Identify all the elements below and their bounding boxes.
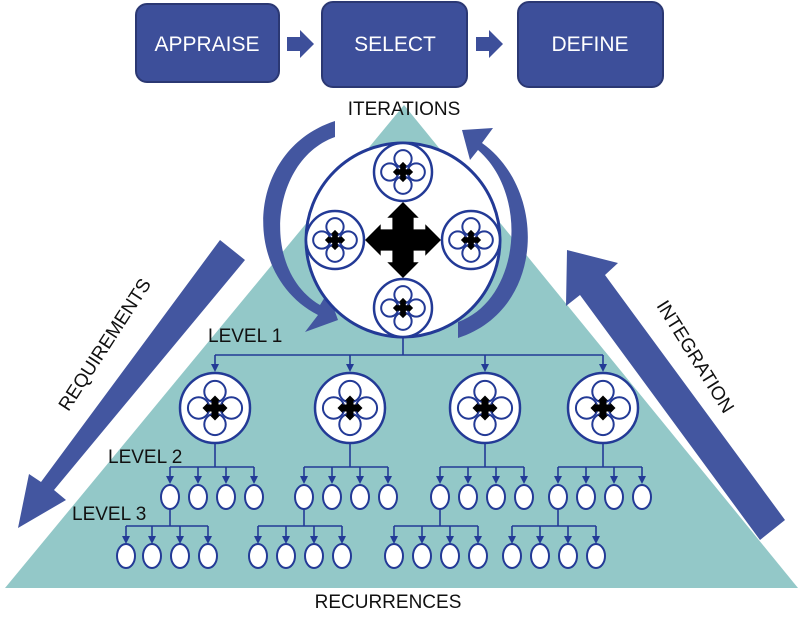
requirements-label: REQUIREMENTS (55, 275, 156, 415)
level-3-node (514, 484, 534, 510)
four-way-arrow-icon (202, 395, 228, 421)
four-way-arrow-icon (460, 229, 482, 251)
leaf-node (558, 543, 578, 569)
integration-arrow-icon (566, 250, 785, 540)
cluster-contents (186, 379, 244, 437)
recurrences-label: RECURRENCES (315, 592, 462, 613)
leaf-node (276, 543, 296, 569)
level-3-node (216, 484, 236, 510)
leaf-node (586, 543, 606, 569)
select-label: SELECT (354, 33, 436, 56)
leaf-node (332, 543, 352, 569)
flow-arrow-icon (287, 30, 314, 58)
appraise-label: APPRAISE (154, 33, 259, 56)
four-way-arrow-icon (472, 395, 498, 421)
level-1-label: LEVEL 1 (208, 326, 282, 347)
level-3-node (378, 484, 398, 510)
level-3-node (632, 484, 652, 510)
sub-cluster-contents (312, 217, 358, 263)
flow-arrow-icon (476, 30, 503, 58)
four-way-arrow-icon (590, 395, 616, 421)
level-3-node (604, 484, 624, 510)
define-label: DEFINE (551, 33, 628, 56)
iteration-curved-arrow-right-icon (458, 128, 528, 338)
leaf-node (304, 543, 324, 569)
level-3-node (576, 484, 596, 510)
level-3-node (322, 484, 342, 510)
level-3-node (244, 484, 264, 510)
level-3-node (160, 484, 180, 510)
leaf-node (502, 543, 522, 569)
four-way-arrow-icon (392, 297, 414, 319)
leaf-node (384, 543, 404, 569)
leaf-node (142, 543, 162, 569)
leaf-node (440, 543, 460, 569)
leaf-node (412, 543, 432, 569)
leaf-node (248, 543, 268, 569)
leaf-node (170, 543, 190, 569)
process-flow: APPRAISE SELECT DEFINE (135, 1, 664, 88)
level-3-node (458, 484, 478, 510)
level-3-node (350, 484, 370, 510)
cluster-contents (321, 379, 379, 437)
level-3-node (430, 484, 450, 510)
four-way-arrow-icon (365, 202, 441, 278)
level-3-node (188, 484, 208, 510)
level-3-node (486, 484, 506, 510)
four-way-arrow-icon (324, 229, 346, 251)
leaf-node (468, 543, 488, 569)
iterations-label: ITERATIONS (348, 99, 461, 120)
leaf-node (116, 543, 136, 569)
four-way-arrow-icon (337, 395, 363, 421)
hierarchy-tree (116, 141, 652, 569)
level-2-label: LEVEL 2 (108, 447, 182, 468)
define-box (517, 1, 664, 88)
sub-cluster-contents (380, 285, 426, 331)
select-box (321, 1, 468, 88)
level-3-node (548, 484, 568, 510)
requirements-arrow-icon (18, 240, 245, 528)
four-way-arrow-icon (392, 161, 414, 183)
iteration-curved-arrow-left-icon (263, 121, 338, 332)
leaf-node (198, 543, 218, 569)
leaf-node (530, 543, 550, 569)
level-3-label: LEVEL 3 (72, 504, 146, 525)
sub-cluster-contents (448, 217, 494, 263)
cluster-contents (574, 379, 632, 437)
appraise-box (135, 3, 280, 83)
level-3-node (294, 484, 314, 510)
